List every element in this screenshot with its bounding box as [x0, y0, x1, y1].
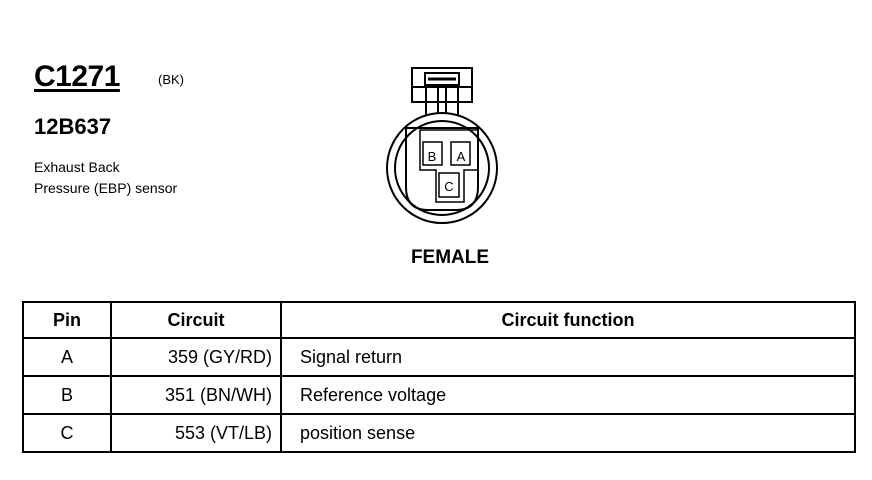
table-row: C 553 (VT/LB) position sense	[22, 413, 856, 453]
pin-label-b: B	[428, 149, 437, 164]
cell-pin: A	[22, 337, 112, 377]
cell-function: Signal return	[280, 337, 856, 377]
pin-label-a: A	[457, 149, 466, 164]
header-circuit-function: Circuit function	[280, 301, 856, 339]
cell-circuit: 553 (VT/LB)	[110, 413, 282, 453]
cell-circuit: 351 (BN/WH)	[110, 375, 282, 415]
pin-label-c: C	[444, 179, 453, 194]
table-header-row: Pin Circuit Circuit function	[22, 301, 856, 339]
table-row: B 351 (BN/WH) Reference voltage	[22, 375, 856, 415]
part-number: 12B637	[34, 114, 112, 139]
cell-function: Reference voltage	[280, 375, 856, 415]
cell-circuit: 359 (GY/RD)	[110, 337, 282, 377]
connector-color-code: (BK)	[158, 72, 184, 87]
cell-function: position sense	[280, 413, 856, 453]
table-row: A 359 (GY/RD) Signal return	[22, 337, 856, 377]
connector-shell	[386, 112, 498, 224]
connector-id: C1271	[34, 60, 120, 93]
header-circuit: Circuit	[110, 301, 282, 339]
pinout-table: Pin Circuit Circuit function A 359 (GY/R…	[22, 301, 856, 453]
cell-pin: C	[22, 413, 112, 453]
description-line: Pressure (EBP) sensor	[34, 180, 178, 196]
cell-pin: B	[22, 375, 112, 415]
description-line: Exhaust Back	[34, 159, 120, 175]
pin-cavities	[422, 141, 471, 198]
connector-gender-label: FEMALE	[410, 247, 490, 268]
component-description: Exhaust Back Pressure (EBP) sensor	[34, 157, 177, 199]
connector-latch	[411, 67, 473, 117]
connector-face-diagram: B A C	[386, 67, 498, 224]
header-pin: Pin	[22, 301, 112, 339]
